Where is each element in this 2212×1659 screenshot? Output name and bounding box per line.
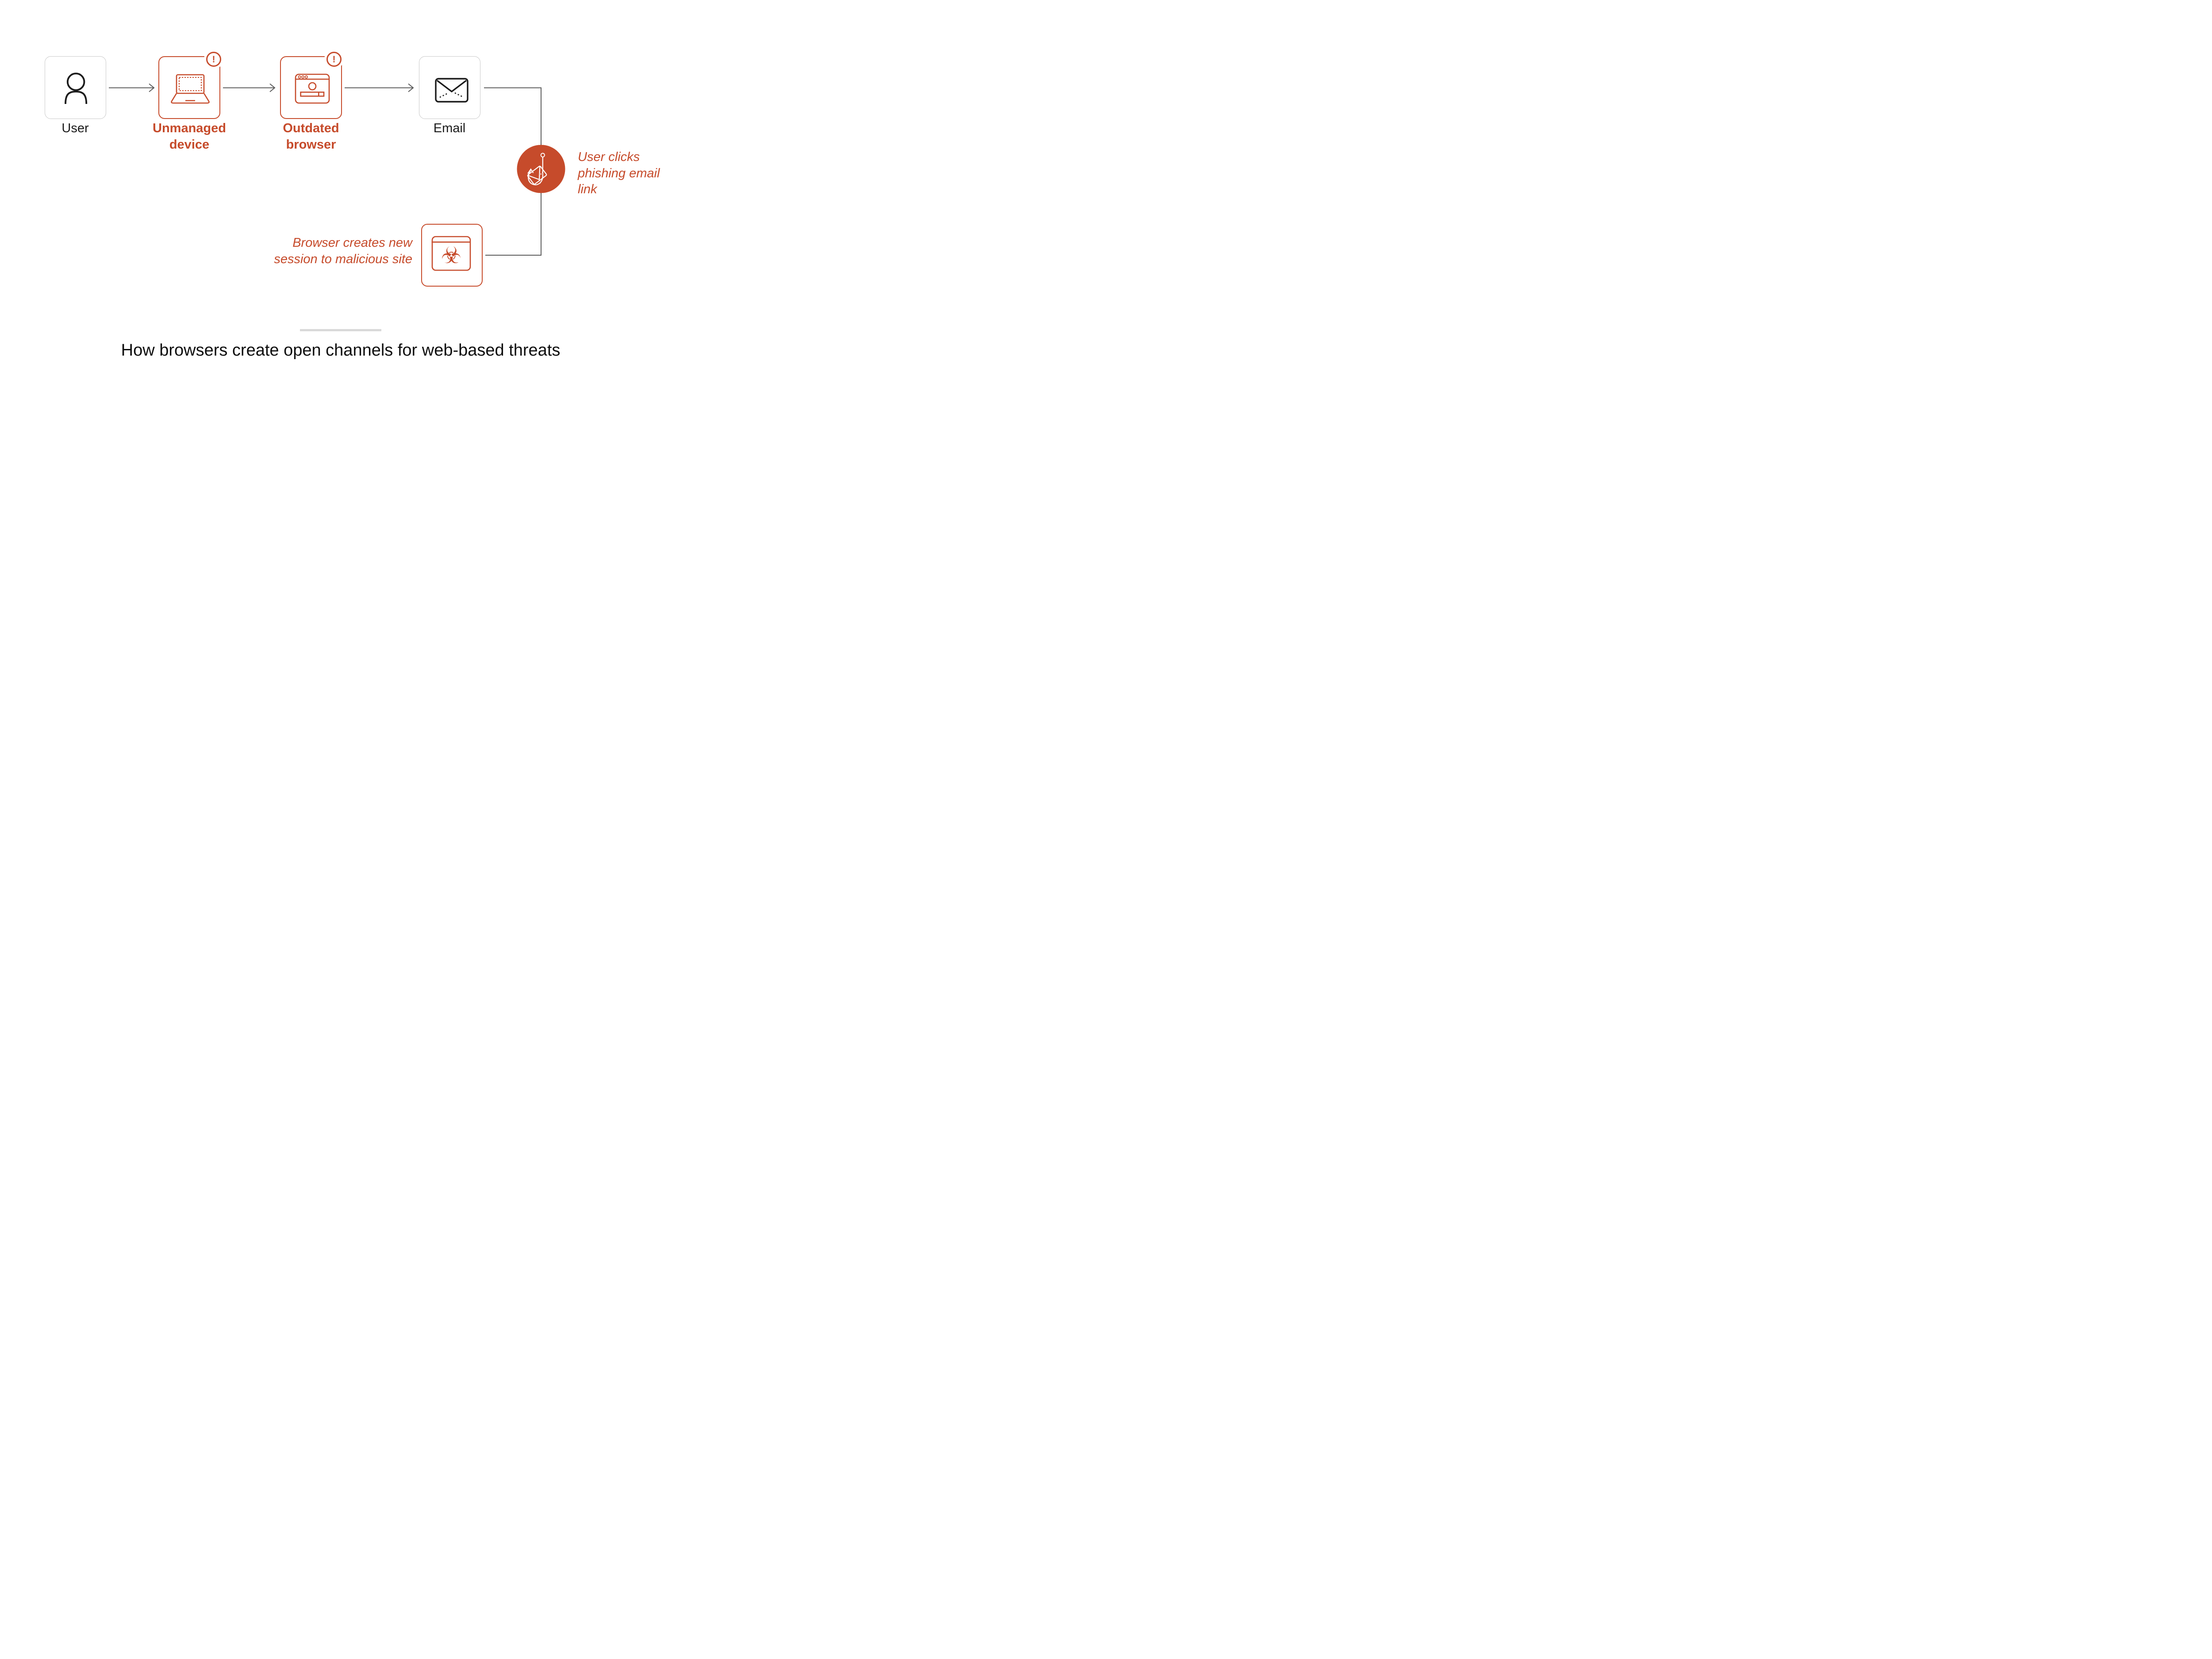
node-user bbox=[45, 56, 106, 119]
connector-layer bbox=[109, 83, 565, 256]
exclamation-icon: ! bbox=[212, 54, 215, 65]
phishing-hook-envelope-icon bbox=[527, 153, 547, 185]
malicious-browser-icon: ☣ bbox=[431, 236, 471, 271]
arrowhead-icon bbox=[149, 83, 155, 92]
caption: How browsers create open channels for we… bbox=[121, 341, 561, 360]
browser-window-icon bbox=[295, 73, 330, 104]
phishing-marker-circle bbox=[517, 145, 565, 193]
envelope-icon bbox=[435, 78, 469, 103]
scaler: ! ! bbox=[0, 0, 2212, 383]
phishing-click-note: User clicks phishing email link bbox=[578, 150, 660, 196]
node-email bbox=[419, 56, 480, 119]
node-outdated-browser: ! bbox=[280, 52, 342, 119]
label-unmanaged-device: Unmanaged device bbox=[153, 121, 226, 152]
new-session-note: Browser creates new session to malicious… bbox=[274, 236, 412, 266]
label-email: Email bbox=[433, 121, 466, 135]
phishing-marker bbox=[517, 145, 565, 193]
exclamation-icon: ! bbox=[332, 54, 336, 65]
person-icon bbox=[65, 73, 88, 104]
warning-badge: ! bbox=[326, 52, 342, 67]
node-malicious-site: ☣ bbox=[421, 224, 483, 287]
caption-divider bbox=[300, 329, 381, 331]
arrowhead-icon bbox=[269, 83, 276, 92]
arrowhead-icon bbox=[408, 83, 414, 92]
biohazard-icon: ☣ bbox=[441, 242, 462, 269]
warning-badge: ! bbox=[206, 52, 221, 67]
laptop-icon bbox=[171, 74, 210, 104]
diagram-stage: ! ! bbox=[0, 0, 681, 383]
node-unmanaged-device: ! bbox=[158, 52, 221, 119]
label-user: User bbox=[61, 121, 89, 135]
label-outdated-browser: Outdated browser bbox=[283, 121, 339, 152]
